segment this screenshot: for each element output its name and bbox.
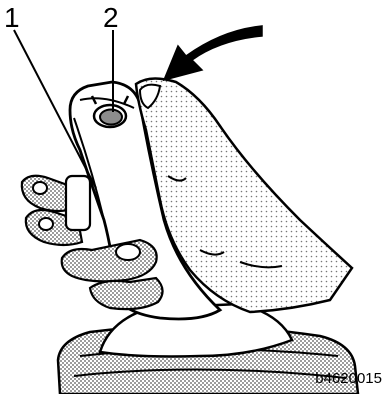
- rubber-boot: [58, 304, 358, 394]
- direction-arrow: [164, 26, 262, 80]
- callout-number-2: 2: [103, 4, 119, 32]
- callout-number-1: 1: [4, 4, 20, 32]
- figure-code: b4620015: [315, 371, 382, 386]
